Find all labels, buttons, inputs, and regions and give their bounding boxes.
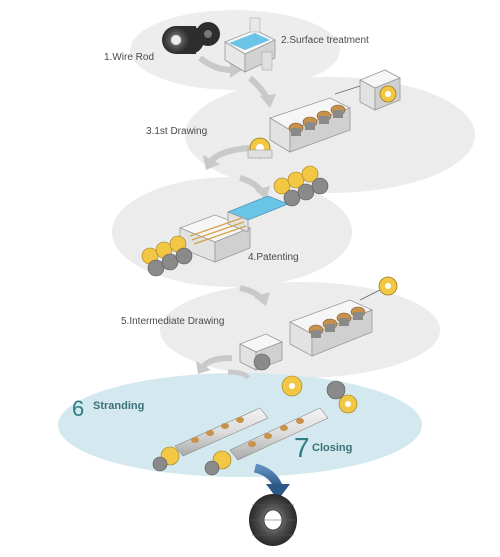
step-6-number: 6 bbox=[72, 396, 85, 421]
first-drawing-machine bbox=[247, 69, 401, 159]
flow-arrow-1 bbox=[198, 55, 242, 78]
step-5-label: 5.Intermediate Drawing bbox=[121, 316, 225, 327]
flow-arrow-7 bbox=[227, 369, 251, 380]
step-1-label: 1.Wire Rod bbox=[104, 52, 155, 63]
step-7-label: Closing bbox=[312, 442, 353, 454]
flow-arrow-3 bbox=[203, 145, 251, 170]
step-2-label: 2.Surface treatment bbox=[281, 35, 369, 46]
flow-arrow-2 bbox=[248, 75, 276, 108]
wire-rope-coil bbox=[249, 494, 297, 546]
flow-arrow-6 bbox=[196, 355, 233, 374]
closing-tube-right bbox=[204, 375, 358, 476]
step-7-number: 7 bbox=[294, 432, 310, 463]
wire-rod-coils bbox=[162, 22, 220, 54]
step-6-label: Stranding bbox=[93, 400, 145, 412]
surface-treatment-tank bbox=[224, 17, 276, 73]
flow-arrow-5 bbox=[239, 285, 270, 306]
intermediate-drawing-machine bbox=[239, 276, 398, 371]
patenting-furnace bbox=[141, 165, 329, 277]
stranding-tube-left bbox=[152, 407, 269, 472]
step-4-label: 4.Patenting bbox=[248, 252, 299, 263]
step-3-label: 3.1st Drawing bbox=[146, 126, 208, 137]
final-arrow bbox=[253, 463, 290, 500]
